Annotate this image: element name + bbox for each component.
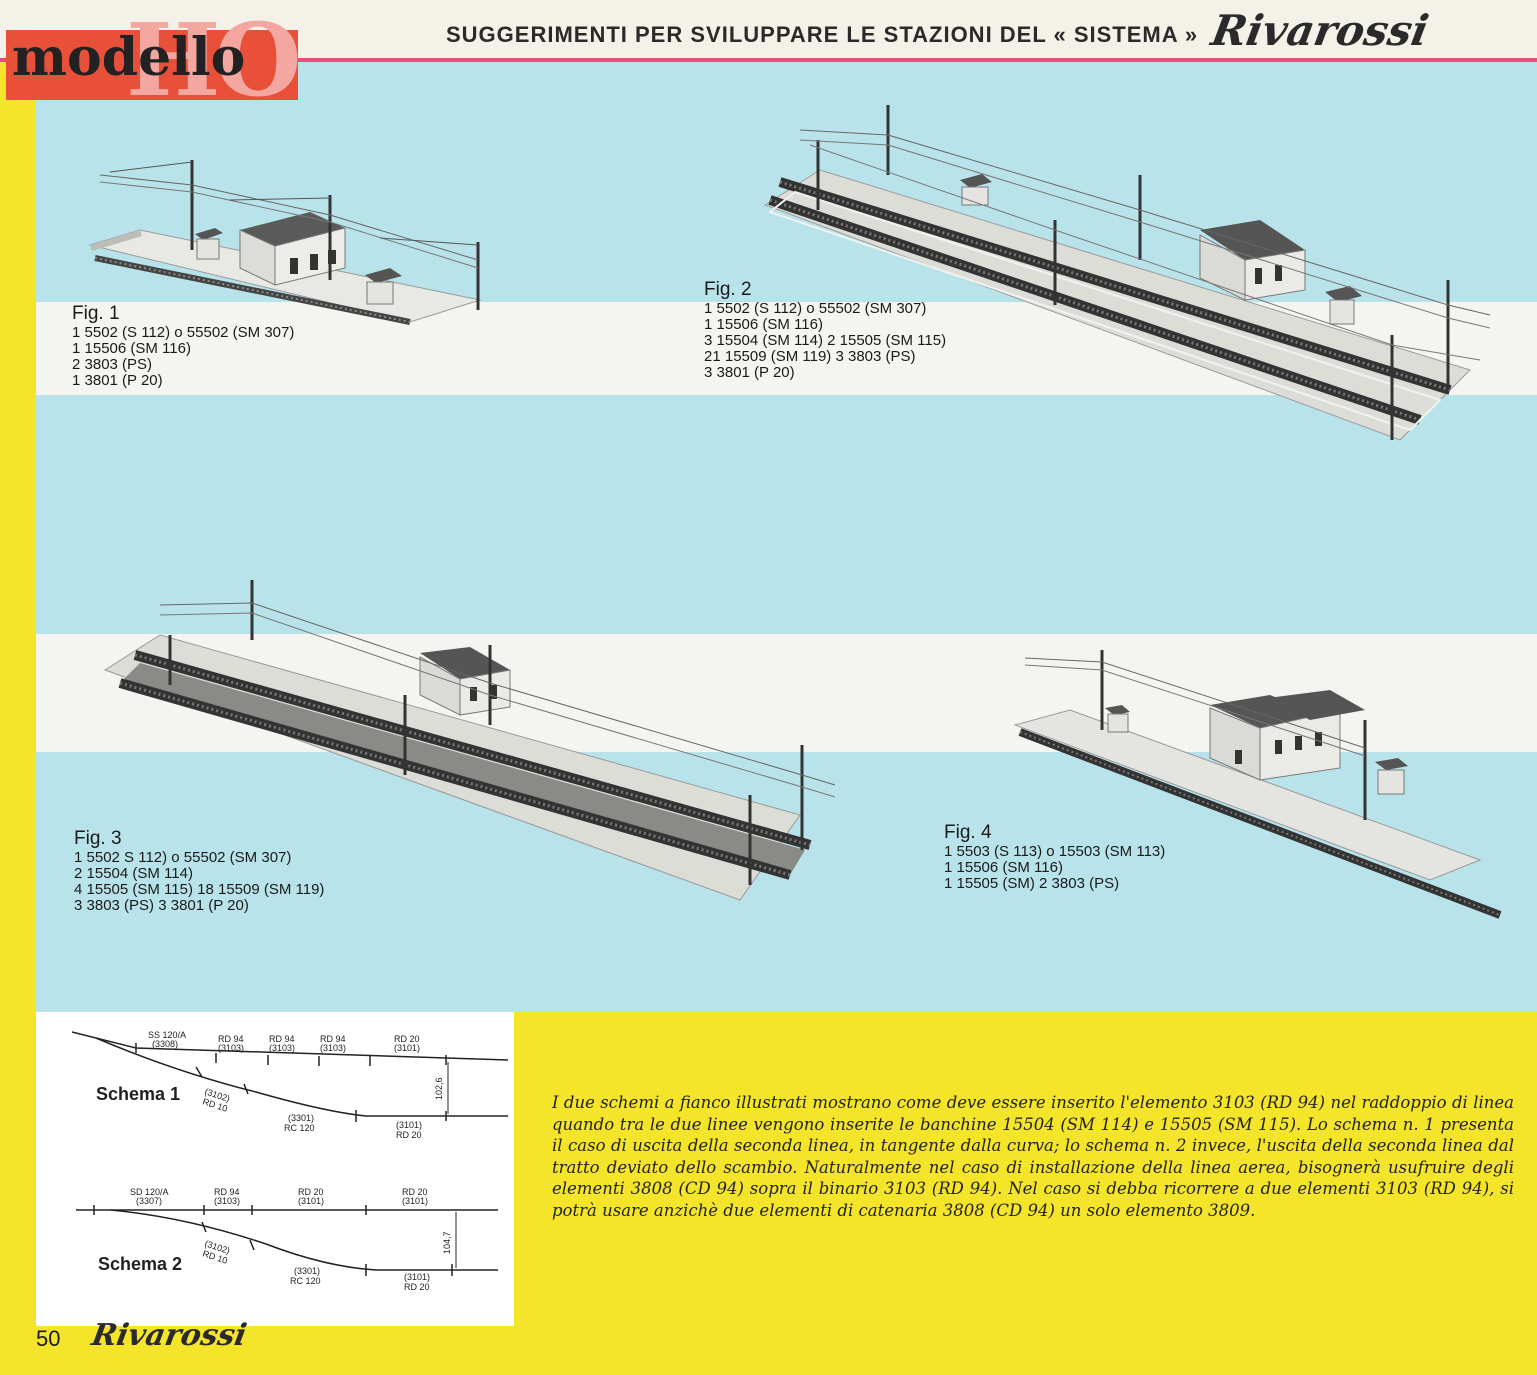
figure-4-part: 1 5503 (S 113) o 15503 (SM 113) (944, 843, 1166, 860)
figure-2-title: Fig. 2 (704, 279, 752, 300)
schema-1-label: RD 94 (218, 1034, 244, 1044)
figure-2-part: 1 5502 (S 112) o 55502 (SM 307) (704, 300, 927, 317)
figure-1-part: 1 5502 (S 112) o 55502 (SM 307) (72, 324, 295, 341)
schema-2-curve-label: (3301) (294, 1266, 320, 1276)
schema-2-label: (3307) (136, 1196, 162, 1206)
figure-3-part: 4 15505 (SM 115) 18 15509 (SM 119) (74, 881, 325, 898)
schema-1-label: (3103) (218, 1043, 244, 1053)
schema-2-curve-label: RD 20 (404, 1282, 430, 1292)
footer-band (36, 1326, 514, 1375)
figure-2-part: 1 15506 (SM 116) (704, 316, 823, 333)
figure-3-title: Fig. 3 (74, 828, 122, 849)
schema-2-title: Schema 2 (98, 1254, 182, 1274)
schema-2: SD 120/A (3307) RD 94 (3103) RD 20 (3101… (76, 1187, 498, 1292)
schema-1-label: (3101) (394, 1043, 420, 1053)
schema-2-curve-label: RC 120 (290, 1276, 321, 1286)
figure-4-parts-list: 1 5503 (S 113) o 15503 (SM 113) 1 15506 … (944, 844, 1165, 892)
figure-2-part: 3 15504 (SM 114) 2 15505 (SM 115) (704, 332, 947, 349)
schema-2-curve-label: (3101) (404, 1272, 430, 1282)
figure-1-parts-list: 1 5502 (S 112) o 55502 (SM 307) 1 15506 … (72, 325, 294, 389)
description-text: I due schemi a fianco illustrati mostran… (552, 1093, 1514, 1220)
schema-1-curve-label: RD 20 (396, 1130, 422, 1140)
figure-1-part: 2 3803 (PS) (72, 356, 153, 373)
figure-3-caption: Fig. 3 1 5502 S 112) o 55502 (SM 307) 2 … (74, 828, 324, 914)
schema-1-label: RD 94 (320, 1034, 346, 1044)
schema-1-label: RD 94 (269, 1034, 295, 1044)
modello-ho-logo: HO modello (6, 10, 302, 110)
logo-scale-text: HO (126, 1, 302, 119)
brand-logo: Rivarossi (1207, 6, 1433, 55)
track-schema-panel: SS 120/A (3308) RD 94 (3103) RD 94 (3103… (36, 1012, 514, 1326)
page-number: 50 (36, 1326, 61, 1351)
schema-1-label: (3103) (269, 1043, 295, 1053)
schema-2-dimension: 104,7 (442, 1231, 452, 1254)
schema-1-curve-label: (3301) (288, 1113, 314, 1123)
figure-2-part: 3 3801 (P 20) (704, 364, 795, 381)
figure-1-title: Fig. 1 (72, 303, 120, 324)
left-yellow-strip (0, 60, 36, 1375)
schema-1: SS 120/A (3308) RD 94 (3103) RD 94 (3103… (71, 1030, 509, 1140)
figure-2-part: 21 15509 (SM 119) 3 3803 (PS) (704, 348, 916, 365)
figure-3-parts-list: 1 5502 S 112) o 55502 (SM 307) 2 15504 (… (74, 850, 324, 914)
figure-1-caption: Fig. 1 1 5502 (S 112) o 55502 (SM 307) 1… (72, 303, 294, 389)
figure-3-part: 3 3803 (PS) 3 3801 (P 20) (74, 897, 249, 914)
schema-2-label: (3101) (402, 1196, 428, 1206)
logo-red-block (6, 30, 298, 100)
figure-4-title: Fig. 4 (944, 822, 992, 843)
schema-2-label: SD 120/A (130, 1187, 169, 1197)
schema-1-curve-label: (3101) (396, 1120, 422, 1130)
header-rule (0, 58, 1537, 62)
station-model-photo-3 (103, 580, 836, 901)
schema-2-label: RD 20 (298, 1187, 324, 1197)
figure-2-caption: Fig. 2 1 5502 (S 112) o 55502 (SM 307) 1… (704, 279, 946, 381)
figure-2-parts-list: 1 5502 (S 112) o 55502 (SM 307) 1 15506 … (704, 301, 946, 381)
schema-2-label: (3103) (214, 1196, 240, 1206)
station-model-photo-4 (1013, 650, 1502, 919)
schema-1-label: SS 120/A (148, 1030, 186, 1040)
figure-4-part: 1 15505 (SM) 2 3803 (PS) (944, 875, 1120, 892)
track-schema-diagram: SS 120/A (3308) RD 94 (3103) RD 94 (3103… (71, 1030, 509, 1292)
schema-2-label: RD 20 (402, 1187, 428, 1197)
description-panel (514, 1012, 1537, 1375)
schema-1-label: (3103) (320, 1043, 346, 1053)
figure-1-part: 1 3801 (P 20) (72, 372, 163, 389)
schema-1-curve-label: RC 120 (284, 1123, 315, 1133)
page-title: SUGGERIMENTI PER SVILUPPARE LE STAZIONI … (446, 22, 1199, 47)
figure-1-part: 1 15506 (SM 116) (72, 340, 191, 357)
figure-4-part: 1 15506 (SM 116) (944, 859, 1063, 876)
figure-4-caption: Fig. 4 1 5503 (S 113) o 15503 (SM 113) 1… (944, 822, 1165, 892)
logo-word: modello (12, 27, 246, 88)
station-model-photo-2 (763, 105, 1491, 441)
figure-3-part: 1 5502 S 112) o 55502 (SM 307) (74, 849, 292, 866)
schema-2-label: RD 94 (214, 1187, 240, 1197)
schema-2-label: (3101) (298, 1196, 324, 1206)
footer-brand-logo: Rivarossi (88, 1318, 250, 1353)
station-model-photo-1 (88, 160, 482, 325)
figure-3-part: 2 15504 (SM 114) (74, 865, 193, 882)
schema-1-dimension: 102,6 (434, 1077, 444, 1100)
schema-1-label: RD 20 (394, 1034, 420, 1044)
schema-1-title: Schema 1 (96, 1084, 180, 1104)
schema-1-label: (3308) (152, 1039, 178, 1049)
